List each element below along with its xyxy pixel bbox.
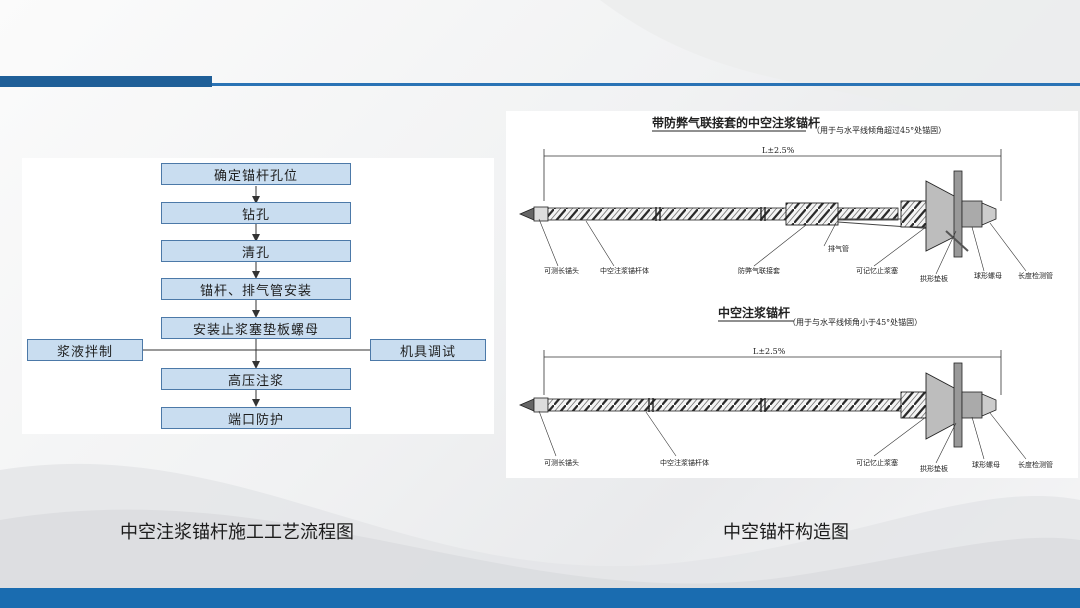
- flow-connectors: [143, 186, 370, 407]
- bottom-label-3: 可记忆止浆塞: [856, 458, 898, 467]
- top-diagram-note: （用于与水平线倾角超过45°处锚固）: [812, 125, 946, 135]
- top-diagram-title: 带防弊气联接套的中空注浆锚杆: [652, 115, 820, 130]
- top-label-8: 长度检测管: [1018, 271, 1053, 280]
- flow-step-7: 端口防护: [161, 407, 351, 429]
- flow-step-3: 清孔: [161, 240, 351, 262]
- top-label-3: 防弊气联接套: [738, 266, 780, 275]
- flow-step-5: 安装止浆塞垫板螺母: [161, 317, 351, 339]
- top-label-2: 中空注浆锚杆体: [600, 266, 649, 275]
- process-flowchart: 确定锚杆孔位 钻孔 清孔 锚杆、排气管安装 安装止浆塞垫板螺母 高压注浆 端口防…: [22, 158, 494, 434]
- top-label-7: 球形螺母: [974, 271, 1002, 280]
- flow-step-6: 高压注浆: [161, 368, 351, 390]
- structure-caption: 中空锚杆构造图: [723, 522, 849, 543]
- anchor-structure-diagram: 带防弊气联接套的中空注浆锚杆 （用于与水平线倾角超过45°处锚固） L±2.5%: [506, 111, 1078, 478]
- flow-step-2: 钻孔: [161, 202, 351, 224]
- bottom-label-5: 球形螺母: [972, 460, 1000, 469]
- bottom-diagram-note: （用于与水平线倾角小于45°处锚固）: [788, 317, 922, 327]
- bottom-dimension: L±2.5%: [753, 347, 786, 356]
- flow-step-1: 确定锚杆孔位: [161, 163, 351, 185]
- flow-step-4: 锚杆、排气管安装: [161, 278, 351, 300]
- header-accent-bar: [0, 76, 212, 87]
- header-rule: [212, 83, 1080, 86]
- flowchart-caption: 中空注浆锚杆施工工艺流程图: [120, 522, 354, 543]
- anchor-drawings: 带防弊气联接套的中空注浆锚杆 （用于与水平线倾角超过45°处锚固） L±2.5%: [518, 115, 1053, 473]
- footer-bar: [0, 588, 1080, 608]
- flow-input-grout-mixing: 浆液拌制: [27, 339, 143, 361]
- top-dimension: L±2.5%: [762, 146, 795, 155]
- bottom-diagram-title: 中空注浆锚杆: [718, 305, 790, 320]
- bottom-label-4: 拱形垫板: [920, 464, 948, 473]
- top-label-6: 拱形垫板: [920, 274, 948, 283]
- bottom-label-2: 中空注浆锚杆体: [660, 458, 709, 467]
- top-label-4: 排气管: [828, 244, 849, 253]
- bottom-label-1: 可测长锚头: [544, 458, 579, 467]
- top-label-5: 可记忆止浆塞: [856, 266, 898, 275]
- top-label-1: 可测长锚头: [544, 266, 579, 275]
- bottom-label-6: 长度检测管: [1018, 460, 1053, 469]
- flow-input-equipment-test: 机具调试: [370, 339, 486, 361]
